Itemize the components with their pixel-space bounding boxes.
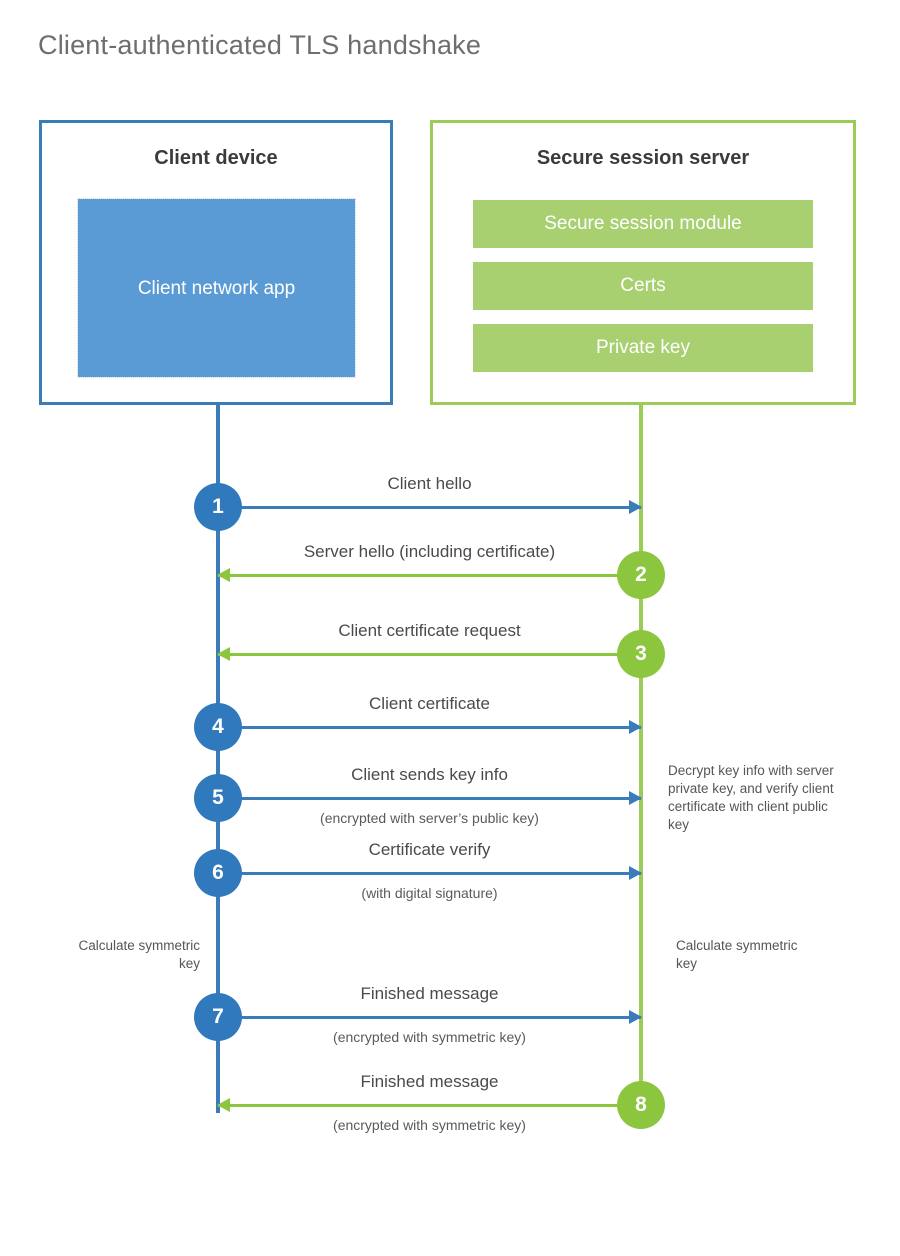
message-8-sublabel: (encrypted with symmetric key) (333, 1117, 526, 1133)
message-4-label: Client certificate (369, 694, 490, 713)
arrow-line (218, 1016, 641, 1019)
note-server-decrypt: Decrypt key info with server private key… (668, 763, 834, 832)
arrow-head-right-icon (629, 791, 642, 805)
message-6-label: Certificate verify (368, 840, 491, 859)
server-block-secure-session-module: Secure session module (473, 200, 813, 248)
arrow-head-left-icon (217, 568, 230, 582)
page-title: Client-authenticated TLS handshake (38, 30, 482, 60)
arrow-line (218, 726, 641, 729)
arrow-head-left-icon (217, 647, 230, 661)
arrow-line (218, 1104, 641, 1107)
message-1-label: Client hello (387, 474, 472, 493)
message-6-sublabel: (with digital signature) (361, 885, 498, 901)
note-server-calculate-symmetric-key: Calculate symmetric key (676, 938, 798, 971)
arrow-line (218, 797, 641, 800)
step-circle-8[interactable]: 8 (617, 1081, 665, 1129)
arrow-head-left-icon (217, 1098, 230, 1112)
step-circle-1[interactable]: 1 (194, 483, 242, 531)
note-client-calculate-symmetric-key: Calculate symmetric key (78, 938, 200, 971)
step-circle-5[interactable]: 5 (194, 774, 242, 822)
secure-session-server-title: Secure session server (536, 147, 750, 169)
message-8-label: Finished message (360, 1072, 499, 1091)
server-block-private-key: Private key (473, 324, 813, 372)
message-3-label: Client certificate request (338, 621, 521, 640)
message-7-sublabel: (encrypted with symmetric key) (333, 1029, 526, 1045)
arrow-line (218, 872, 641, 875)
message-5-label: Client sends key info (351, 765, 508, 784)
client-device-title: Client device (154, 147, 278, 169)
message-7-label: Finished message (360, 984, 499, 1003)
client-network-app-block: Client network app (77, 198, 356, 378)
secure-session-server-box: Secure session server Secure session mod… (430, 120, 856, 405)
step-circle-7[interactable]: 7 (194, 993, 242, 1041)
step-circle-2[interactable]: 2 (617, 551, 665, 599)
step-circle-6[interactable]: 6 (194, 849, 242, 897)
arrow-line (218, 574, 641, 577)
message-5-sublabel: (encrypted with server’s public key) (320, 810, 539, 826)
client-lifeline (216, 405, 220, 1113)
server-lifeline (639, 405, 643, 1105)
message-2-label: Server hello (including certificate) (303, 542, 556, 561)
arrow-line (218, 653, 641, 656)
step-circle-3[interactable]: 3 (617, 630, 665, 678)
server-block-certs: Certs (473, 262, 813, 310)
server-component-list: Secure session module Certs Private key (473, 200, 813, 386)
arrow-head-right-icon (629, 866, 642, 880)
arrow-head-right-icon (629, 1010, 642, 1024)
arrow-line (218, 506, 641, 509)
arrow-head-right-icon (629, 720, 642, 734)
arrow-head-right-icon (629, 500, 642, 514)
client-device-box: Client device Client network app (39, 120, 393, 405)
step-circle-4[interactable]: 4 (194, 703, 242, 751)
